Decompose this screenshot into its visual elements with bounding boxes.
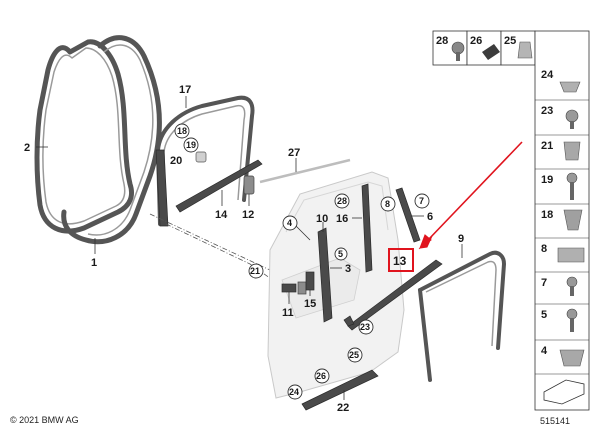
callout-18: 18 (177, 126, 187, 136)
panel-label-28: 28 (436, 35, 448, 47)
callout-5-circle (334, 247, 348, 261)
part-11b (297, 281, 307, 295)
callout-13: 13 (393, 254, 407, 268)
cover-12 (243, 175, 255, 195)
callout-21: 21 (250, 266, 260, 276)
door-seal-outer (34, 39, 134, 234)
panel-label-18: 18 (541, 209, 553, 221)
callout-7-circle (414, 193, 430, 209)
panel-label-8: 8 (541, 243, 547, 255)
screw-19-icon (566, 172, 578, 184)
highlight-box-13 (388, 248, 414, 272)
clip-24-icon (559, 81, 581, 93)
panel-label-23: 23 (541, 105, 553, 117)
callout-7: 7 (419, 196, 424, 206)
diagram-number: 515141 (540, 416, 570, 426)
panel-label-21: 21 (541, 140, 553, 152)
strip-13-end (343, 315, 355, 327)
dash-line-b (165, 223, 285, 289)
callout-26: 26 (316, 371, 326, 381)
clip-25-top-icon (517, 41, 533, 59)
callout-12: 12 (242, 209, 254, 221)
callout-17: 17 (179, 84, 191, 96)
callout-8: 8 (385, 199, 390, 209)
window-strip-14 (175, 159, 263, 213)
callout-5: 5 (338, 249, 343, 259)
copyright-text: © 2021 BMW AG (10, 415, 79, 425)
seal-27 (259, 158, 351, 184)
panel-label-26: 26 (470, 35, 482, 47)
callout-23-circle (358, 319, 374, 335)
callout-25-circle (347, 347, 363, 363)
door-seal-inner (61, 35, 162, 245)
callout-3: 3 (345, 263, 351, 275)
panel-label-4: 4 (541, 345, 548, 357)
callout-24: 24 (289, 387, 299, 397)
parts-panel: 28 26 25 24 23 21 19 18 8 (432, 30, 590, 411)
callout-14: 14 (215, 209, 228, 221)
leader-4 (295, 225, 311, 241)
panel-column-items: 24 23 21 19 18 8 7 5 (535, 69, 589, 405)
channel-16 (361, 183, 373, 273)
screw-7-icon (566, 276, 578, 288)
callout-26-circle (314, 368, 330, 384)
clip-4-icon (559, 349, 585, 367)
screw-5-icon (566, 308, 578, 320)
panel-label-5: 5 (541, 309, 547, 321)
callout-2: 2 (24, 142, 30, 154)
callout-10: 10 (316, 213, 328, 225)
clip-18-icon (563, 209, 583, 231)
callout-28-circle (334, 193, 350, 209)
screw-28-shaft (456, 52, 460, 61)
callout-19-circle (183, 137, 199, 153)
clip-20 (195, 151, 207, 163)
callout-15: 15 (304, 298, 316, 310)
callout-9: 9 (458, 233, 464, 245)
callout-21-circle (248, 263, 264, 279)
callout-28: 28 (337, 196, 347, 206)
red-arrow-line (427, 141, 523, 241)
clip-21-icon (563, 141, 581, 161)
callout-24-circle (287, 384, 303, 400)
callout-1: 1 (91, 257, 97, 269)
callout-23: 23 (360, 322, 370, 332)
callout-4: 4 (287, 218, 292, 228)
panel-label-19: 19 (541, 174, 553, 186)
strip-13 (347, 259, 443, 331)
callout-6: 6 (427, 211, 433, 223)
sill-strip-22 (301, 369, 379, 411)
legend-arrow-icon (543, 379, 585, 405)
window-frame-9 (418, 250, 506, 382)
callout-22: 22 (337, 402, 349, 414)
callout-8-circle (380, 196, 396, 212)
pad-26-icon (482, 44, 500, 60)
callout-19: 19 (186, 140, 196, 150)
trim-strip-6 (395, 187, 421, 243)
part-15 (305, 271, 315, 291)
dash-line-a (149, 213, 271, 271)
callout-16: 16 (336, 213, 348, 225)
screw-23-icon (565, 109, 579, 123)
bracket-8-icon (557, 247, 585, 263)
callout-20: 20 (170, 155, 182, 167)
callout-18-circle (174, 123, 190, 139)
panel-label-25-top: 25 (504, 35, 516, 47)
window-frame-seal (155, 95, 255, 227)
callout-25: 25 (349, 350, 359, 360)
callout-4-circle (282, 215, 298, 231)
panel-label-7: 7 (541, 277, 547, 289)
part-11 (281, 283, 297, 293)
panel-label-24: 24 (541, 69, 554, 81)
callout-27: 27 (288, 147, 300, 159)
callout-11: 11 (282, 307, 294, 319)
red-arrow-head (418, 234, 433, 250)
